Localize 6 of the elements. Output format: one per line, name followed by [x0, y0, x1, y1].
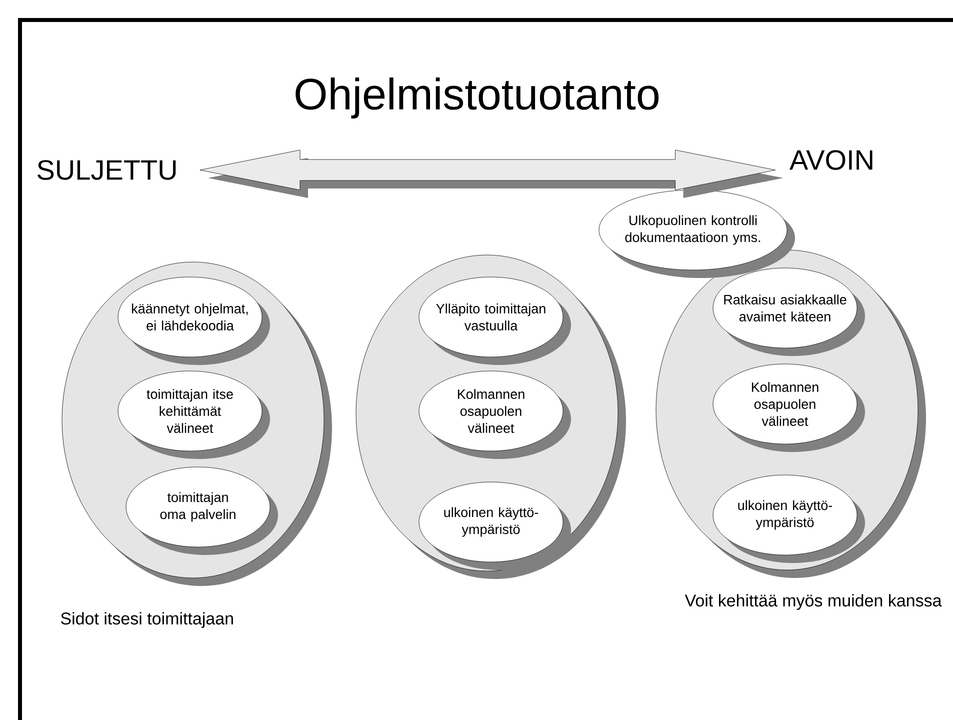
- note-text: Voit kehittää myös muiden kanssa: [684, 594, 942, 610]
- note-text: Sidot itsesi toimittajaan: [60, 612, 233, 628]
- title: Ohjelmistotuotanto: [296, 78, 659, 118]
- scale-end-label: SULJETTU: [38, 160, 176, 180]
- double-arrow: [200, 150, 784, 198]
- scale-end-label: AVOIN: [790, 150, 872, 170]
